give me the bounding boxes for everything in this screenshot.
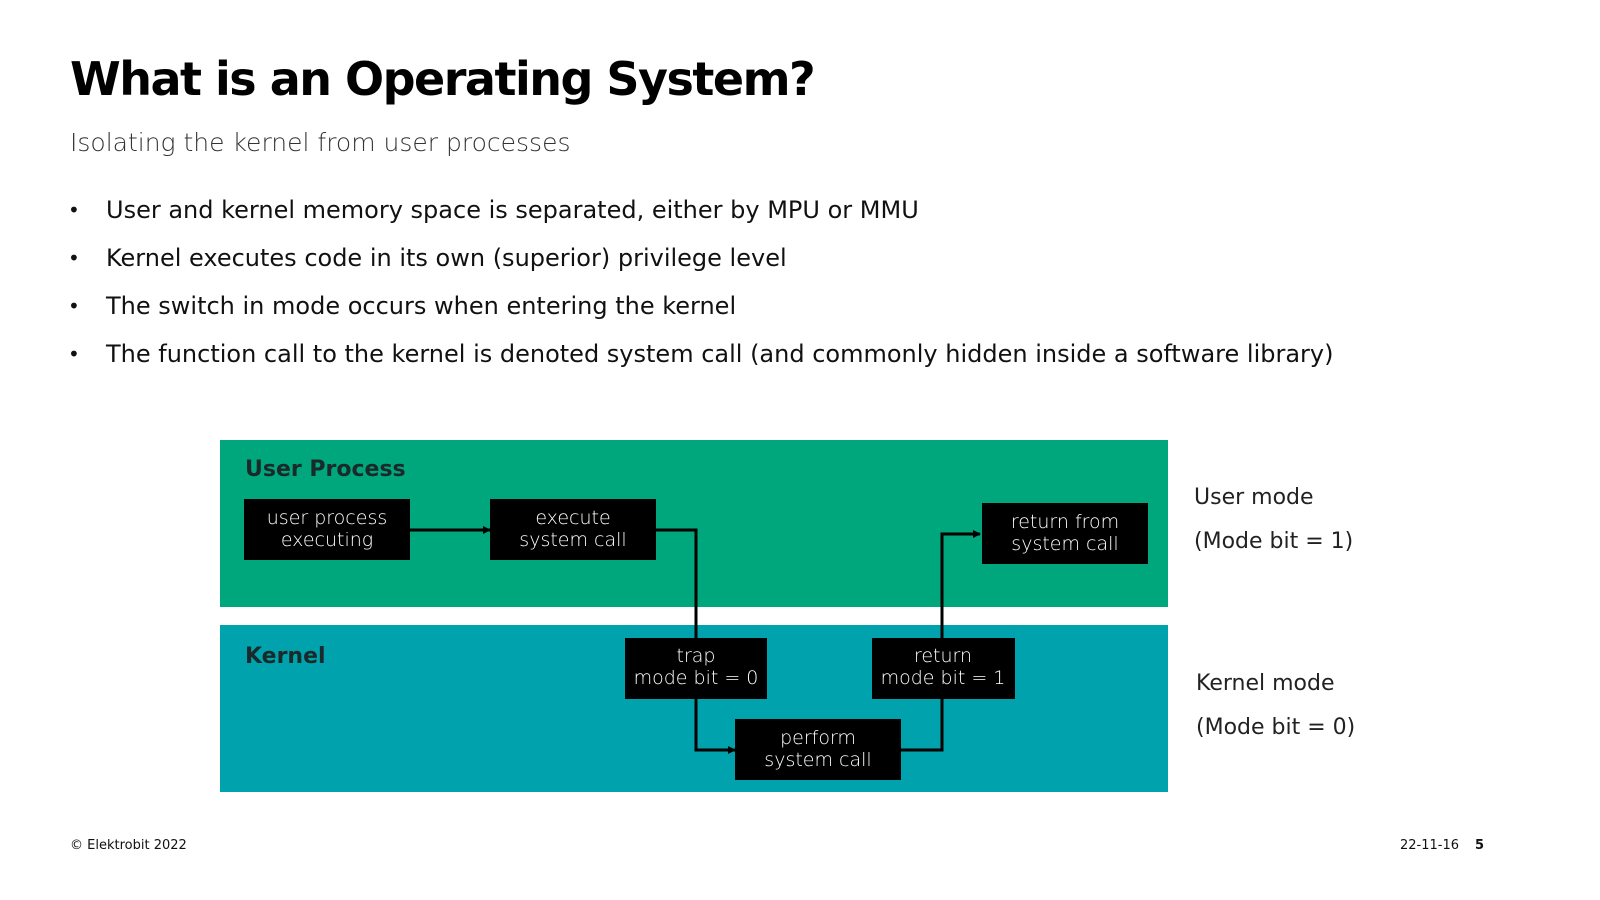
footer-copyright: © Elektrobit 2022 [70, 838, 187, 853]
footer-date: 22-11-16 [1400, 838, 1460, 853]
box-text-line: perform [780, 727, 856, 749]
bullet-text: Kernel executes code in its own (superio… [106, 244, 787, 272]
user-process-executing-box: user process executing [244, 499, 410, 560]
trap-mode-bit-box: trap mode bit = 0 [625, 638, 767, 699]
bullet-item: • User and kernel memory space is separat… [68, 193, 1333, 241]
execute-system-call-box: execute system call [490, 499, 656, 560]
bullet-item: • Kernel executes code in its own (superi… [68, 241, 1333, 289]
bullet-text: The function call to the kernel is denot… [106, 340, 1334, 368]
bullet-list: • User and kernel memory space is separat… [68, 193, 1333, 385]
user-mode-bit-label: (Mode bit = 1) [1194, 529, 1353, 554]
return-mode-bit-box: return mode bit = 1 [872, 638, 1015, 699]
perform-system-call-box: perform system call [735, 719, 901, 780]
box-text-line: mode bit = 0 [634, 667, 759, 689]
box-text-line: executing [281, 529, 373, 551]
kernel-mode-label: Kernel mode [1196, 671, 1335, 696]
slide-subtitle: Isolating the kernel from user processes [70, 128, 571, 157]
box-text-line: system call [519, 529, 626, 551]
bullet-dot-icon: • [68, 246, 80, 270]
bullet-item: • The function call to the kernel is deno… [68, 337, 1333, 385]
kernel-label: Kernel [245, 644, 326, 669]
box-text-line: system call [764, 749, 871, 771]
box-text-line: user process [267, 507, 388, 529]
slide-title: What is an Operating System? [70, 52, 816, 106]
box-text-line: return [914, 645, 972, 667]
box-text-line: system call [1011, 533, 1118, 555]
bullet-dot-icon: • [68, 342, 80, 366]
kernel-mode-bit-label: (Mode bit = 0) [1196, 715, 1355, 740]
box-text-line: return from [1011, 511, 1119, 533]
user-mode-label: User mode [1194, 485, 1314, 510]
return-from-system-call-box: return from system call [982, 503, 1148, 564]
user-process-label: User Process [245, 457, 406, 482]
bullet-text: User and kernel memory space is separate… [106, 196, 919, 224]
bullet-text: The switch in mode occurs when entering … [106, 292, 737, 320]
bullet-dot-icon: • [68, 198, 80, 222]
box-text-line: mode bit = 1 [881, 667, 1006, 689]
bullet-item: • The switch in mode occurs when entering… [68, 289, 1333, 337]
bullet-dot-icon: • [68, 294, 80, 318]
box-text-line: execute [535, 507, 610, 529]
box-text-line: trap [677, 645, 716, 667]
footer-page-number: 5 [1475, 838, 1485, 853]
